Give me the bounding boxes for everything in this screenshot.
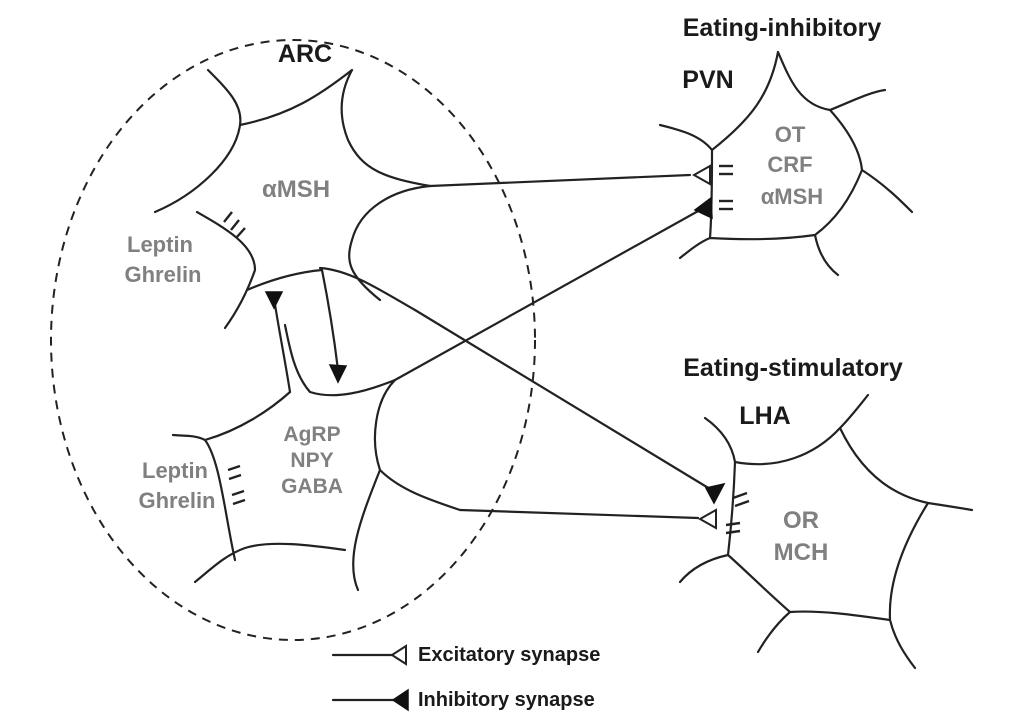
legend-inhibitory-label: Inhibitory synapse xyxy=(418,689,595,711)
inhibitory-synapse-pvn xyxy=(693,196,713,220)
agrp-to-lha-axon xyxy=(458,508,700,520)
pvn-neuron xyxy=(658,50,914,277)
excitatory-synapse-pvn xyxy=(691,164,711,186)
legend-inhibitory-icon xyxy=(391,688,409,712)
arc-bottom-input-leptin: Leptin xyxy=(142,458,208,483)
pvn-line-ot: OT xyxy=(775,122,806,147)
arc-top-neuron xyxy=(153,68,432,330)
pvn-line-amsh: αMSH xyxy=(761,184,823,209)
legend: Excitatory synapse Inhibitory synapse xyxy=(331,644,600,712)
arc-bottom-neuron xyxy=(171,323,462,592)
amsh-to-agrp-axon xyxy=(320,268,340,372)
agrp-to-pvn-axon xyxy=(393,208,702,382)
lha-line-or: OR xyxy=(783,507,819,534)
inhibitory-synapse-agrp xyxy=(328,364,348,384)
arc-top-input-leptin: Leptin xyxy=(127,232,193,257)
agrp-to-amsh-axon xyxy=(272,296,292,394)
legend-excitatory-label: Excitatory synapse xyxy=(418,644,600,666)
amsh-to-lha-axon xyxy=(318,266,717,494)
eating-inhibitory-label: Eating-inhibitory xyxy=(683,14,882,42)
lha-line-mch: MCH xyxy=(774,539,829,566)
arc-boundary xyxy=(50,39,536,641)
arc-bottom-line-gaba: GABA xyxy=(281,475,343,498)
legend-excitatory-icon xyxy=(390,644,407,666)
arc-bottom-line-npy: NPY xyxy=(290,449,333,472)
arc-label: ARC xyxy=(278,40,332,68)
arc-bottom-line-agrp: AgRP xyxy=(283,423,340,446)
arc-bottom-input-ghrelin: Ghrelin xyxy=(138,488,215,513)
arc-top-input-ghrelin: Ghrelin xyxy=(124,262,201,287)
arc-top-axon-loop xyxy=(348,184,432,302)
excitatory-synapse-lha xyxy=(697,508,717,530)
amsh-to-pvn-axon xyxy=(428,173,692,188)
inhibitory-synapse-amsh xyxy=(264,291,284,310)
pvn-label: PVN xyxy=(682,66,733,94)
eating-stimulatory-label: Eating-stimulatory xyxy=(683,354,903,382)
lha-label: LHA xyxy=(739,402,790,430)
lha-neuron xyxy=(678,393,974,670)
arc-top-neuron-label: αMSH xyxy=(262,176,330,203)
pvn-line-crf: CRF xyxy=(767,152,812,177)
receptor-marks xyxy=(223,164,750,535)
inhibitory-synapse-lha xyxy=(704,482,726,505)
